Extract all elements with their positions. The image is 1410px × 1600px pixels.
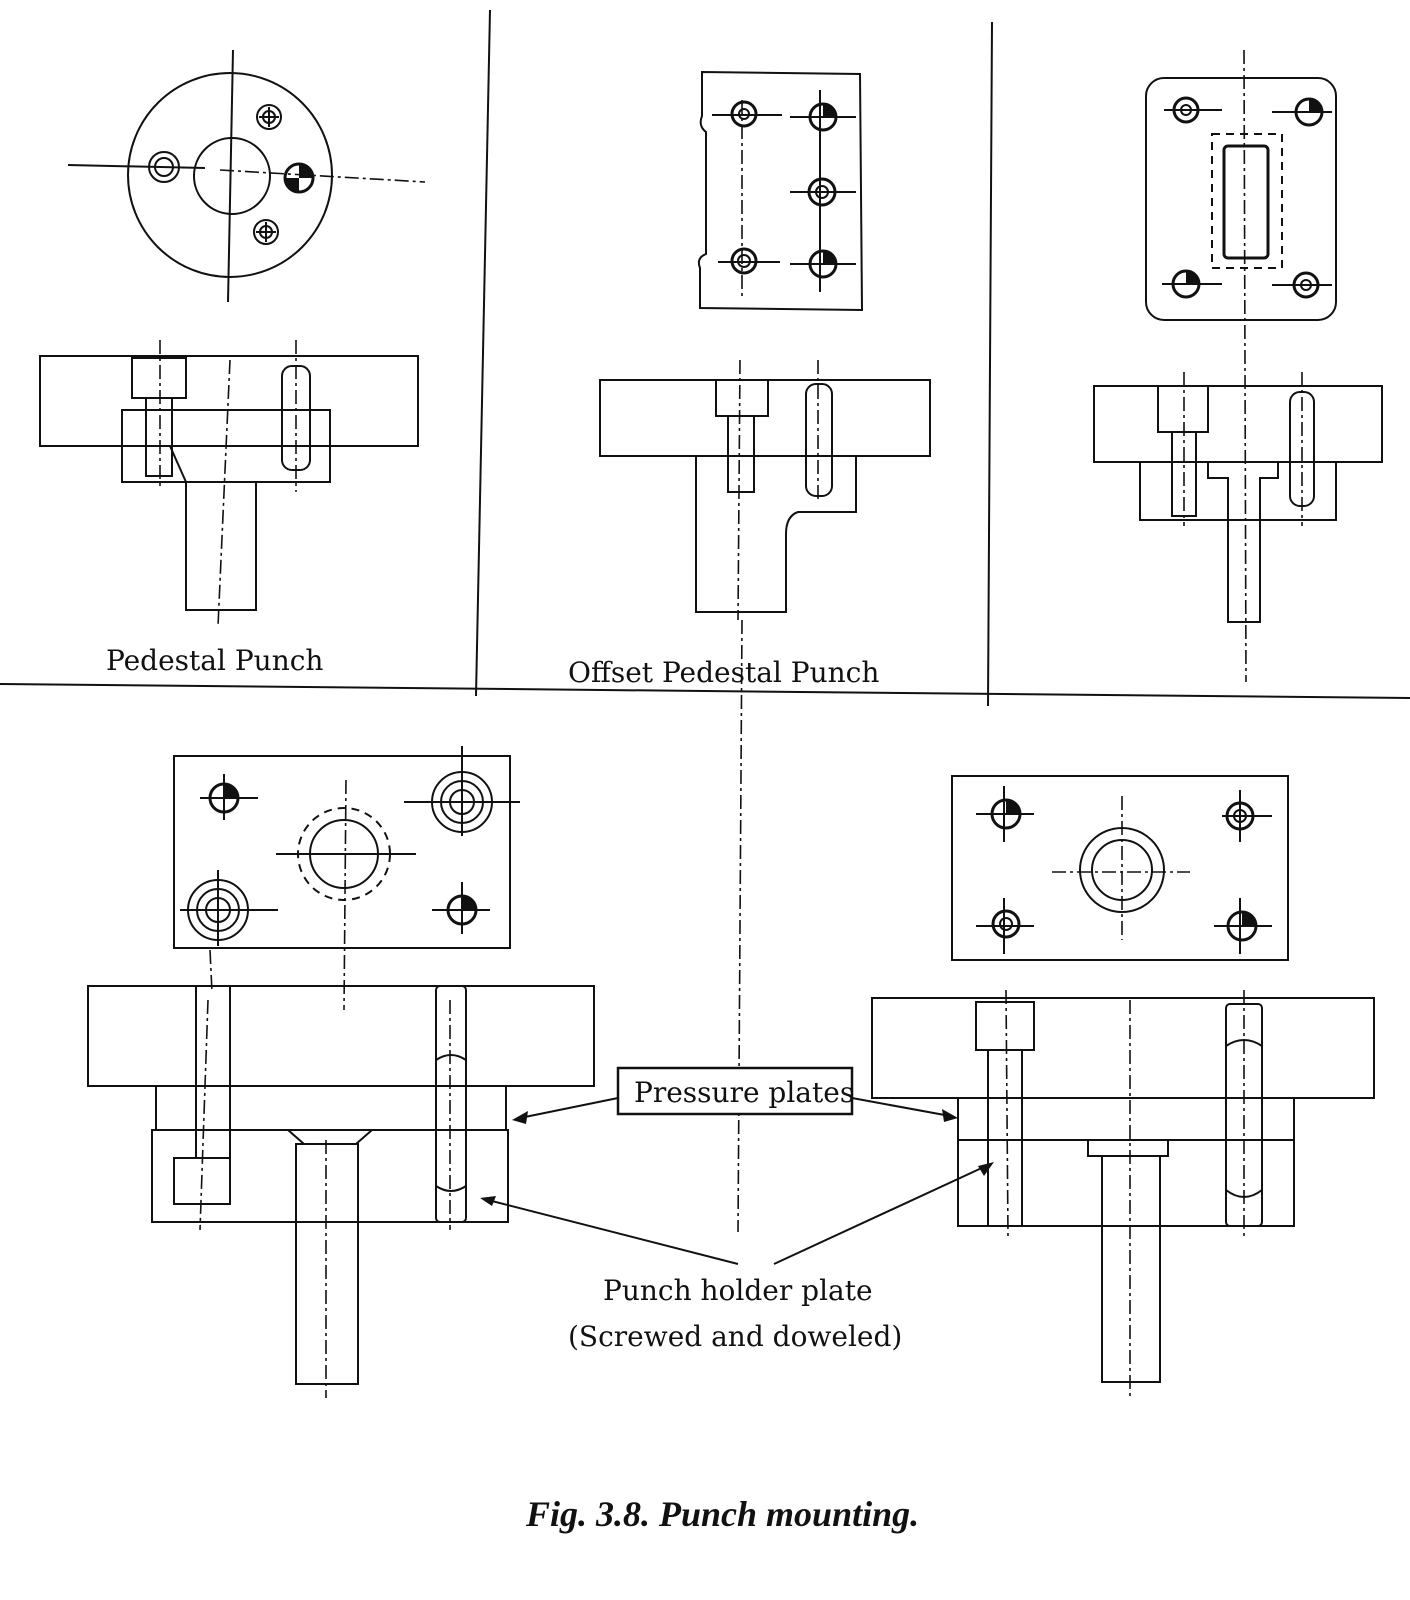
dowel-hole-icon	[1171, 269, 1201, 299]
pressure-plates-callout: Pressure plates	[512, 1066, 958, 1124]
screw-hole-icon	[730, 100, 758, 128]
dowel-hole-icon	[208, 782, 240, 814]
offset-pedestal-punch-plan-view	[697, 70, 864, 312]
offset-pedestal-punch-label: Offset Pedestal Punch	[568, 656, 879, 689]
screw-hole-icon	[253, 219, 279, 245]
counterbore-hole-icon	[187, 879, 249, 941]
bottom-right-plan-view	[951, 775, 1289, 961]
pedestal-punch-label: Pedestal Punch	[106, 644, 323, 677]
screw-hole-icon	[730, 247, 758, 275]
dowel-hole-icon	[808, 249, 838, 279]
pressure-plates-label: Pressure plates	[634, 1076, 854, 1109]
rectangular-punch-plan-view	[1145, 49, 1337, 683]
panel-dividers	[0, 9, 1410, 707]
screw-hole-icon	[807, 177, 837, 207]
offset-pedestal-punch-section-view: Offset Pedestal Punch	[568, 359, 931, 689]
counterbore-hole-icon	[148, 151, 180, 183]
dowel-hole-icon	[446, 894, 478, 926]
pedestal-punch-section-view: Pedestal Punch	[39, 340, 419, 677]
dowel-hole-icon	[283, 162, 315, 194]
center-axis-line	[737, 619, 743, 1233]
rectangular-punch-section-view	[1093, 372, 1383, 623]
screw-hole-icon	[1172, 96, 1200, 124]
punch-holder-plate-note: (Screwed and doweled)	[568, 1320, 902, 1353]
punch-holder-plate-callout: Punch holder plate (Screwed and doweled)	[480, 1162, 994, 1353]
dowel-hole-icon	[1294, 97, 1324, 127]
counterbore-hole-icon	[431, 771, 493, 833]
screw-hole-icon	[991, 909, 1021, 939]
figure-caption: Fig. 3.8. Punch mounting.	[525, 1494, 919, 1534]
bottom-right-section-view	[871, 989, 1375, 1398]
bottom-left-plan-view	[173, 746, 520, 1011]
screw-hole-icon	[1292, 271, 1320, 299]
screw-hole-icon	[256, 104, 282, 130]
dowel-hole-icon	[1226, 910, 1258, 942]
punch-holder-plate-label: Punch holder plate	[603, 1274, 873, 1307]
dowel-hole-icon	[808, 102, 838, 132]
dowel-hole-icon	[990, 798, 1022, 830]
pedestal-punch-plan-view	[67, 49, 426, 303]
bottom-left-section-view	[87, 985, 595, 1398]
screw-hole-icon	[1225, 801, 1255, 831]
